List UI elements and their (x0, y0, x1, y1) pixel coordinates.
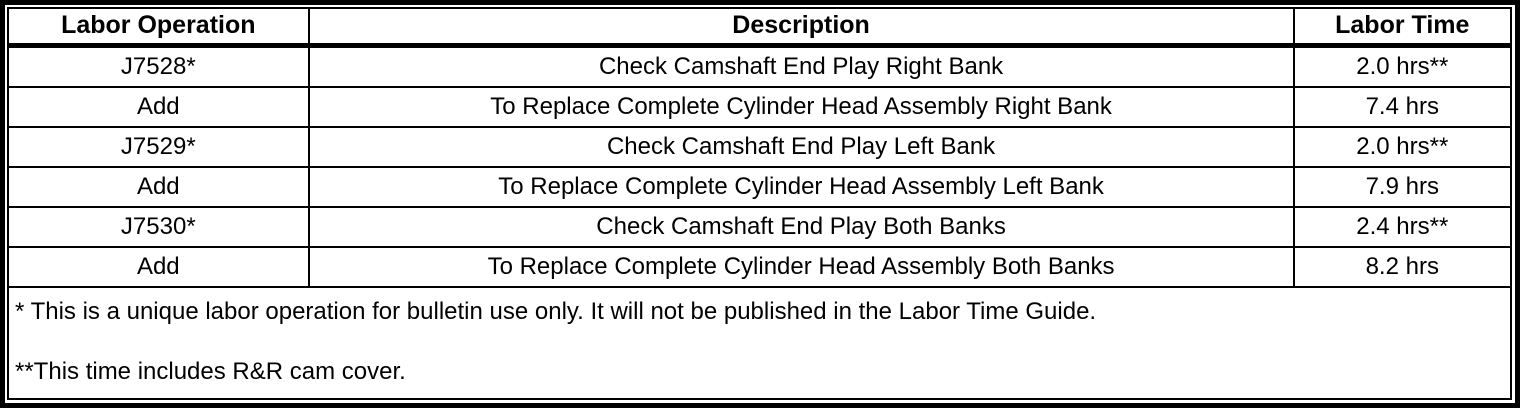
description-cell: To Replace Complete Cylinder Head Assemb… (307, 246, 1295, 288)
table-row: J7529* Check Camshaft End Play Left Bank… (7, 126, 1513, 168)
description-cell: To Replace Complete Cylinder Head Assemb… (307, 86, 1295, 128)
description-cell: Check Camshaft End Play Right Bank (307, 44, 1295, 88)
col-header-description: Description (307, 7, 1295, 48)
description-cell: Check Camshaft End Play Both Banks (307, 206, 1295, 248)
labor-operation-cell: J7529* (7, 126, 310, 168)
labor-operation-cell: J7530* (7, 206, 310, 248)
labor-operation-cell: Add (7, 246, 310, 288)
labor-time-cell: 7.4 hrs (1292, 86, 1513, 128)
labor-time-cell: 2.0 hrs** (1292, 44, 1513, 88)
labor-operation-cell: Add (7, 166, 310, 208)
labor-time-cell: 2.4 hrs** (1292, 206, 1513, 248)
table-row: Add To Replace Complete Cylinder Head As… (7, 246, 1513, 288)
description-cell: Check Camshaft End Play Left Bank (307, 126, 1295, 168)
labor-time-cell: 8.2 hrs (1292, 246, 1513, 288)
footnotes-row: * This is a unique labor operation for b… (7, 286, 1512, 400)
col-header-labor-time: Labor Time (1292, 7, 1513, 48)
table-row: Add To Replace Complete Cylinder Head As… (7, 86, 1513, 128)
footnote-rr-cam-cover: **This time includes R&R cam cover. (15, 357, 406, 385)
labor-time-cell: 2.0 hrs** (1292, 126, 1513, 168)
footnotes-cell: * This is a unique labor operation for b… (7, 286, 1512, 400)
table-row: J7528* Check Camshaft End Play Right Ban… (7, 44, 1513, 88)
labor-operation-cell: Add (7, 86, 310, 128)
labor-time-cell: 7.9 hrs (1292, 166, 1513, 208)
labor-operation-cell: J7528* (7, 44, 310, 88)
table-header-row: Labor Operation Description Labor Time (7, 7, 1513, 48)
description-cell: To Replace Complete Cylinder Head Assemb… (307, 166, 1295, 208)
labor-time-table: Labor Operation Description Labor Time J… (7, 7, 1513, 400)
table-row: Add To Replace Complete Cylinder Head As… (7, 166, 1513, 208)
col-header-labor-operation: Labor Operation (7, 7, 310, 48)
footnote-unique-operation: * This is a unique labor operation for b… (15, 298, 1097, 325)
table-row: J7530* Check Camshaft End Play Both Bank… (7, 206, 1513, 248)
